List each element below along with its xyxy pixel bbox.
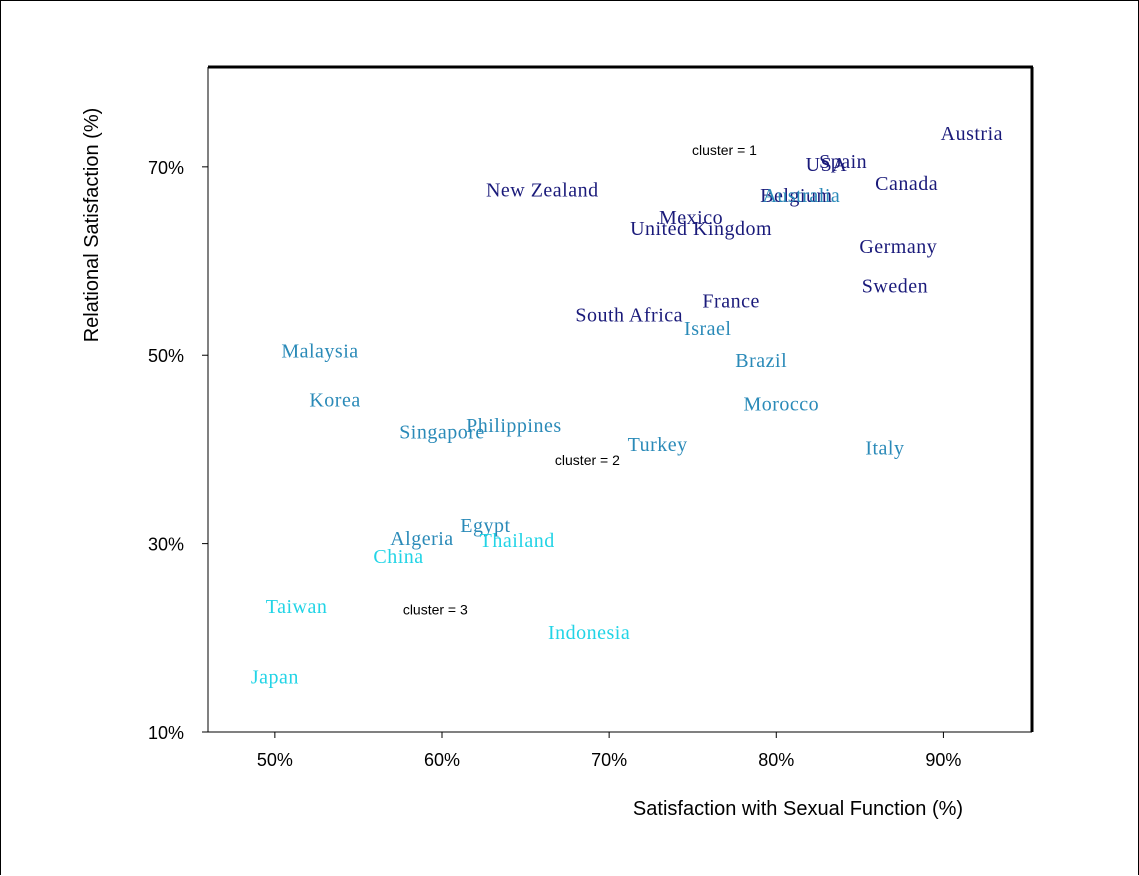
axes-layer [207, 65, 1034, 733]
cluster-label: cluster = 2 [555, 452, 620, 468]
point-label: France [702, 291, 759, 313]
point-label: Philippines [466, 415, 562, 437]
point-label: Austria [941, 123, 1003, 145]
point-label: Malaysia [281, 341, 358, 363]
point-label: Belgium [760, 185, 832, 207]
x-tick-label: 90% [925, 750, 961, 770]
cluster-labels-layer: cluster = 1 cluster = 2 cluster = 3 [403, 142, 757, 618]
point-label: United Kingdom [630, 218, 772, 240]
point-label: Spain [819, 151, 867, 173]
point-label: Turkey [628, 434, 688, 456]
y-tick-label: 50% [148, 346, 184, 366]
point-label: Israel [684, 318, 731, 340]
point-label: Sweden [862, 276, 928, 298]
point-label: Japan [251, 666, 299, 688]
point-label: New Zealand [486, 179, 599, 201]
point-label: Mexico [659, 207, 723, 229]
point-label: Morocco [743, 393, 819, 415]
point-label: USA [806, 154, 848, 176]
y-tick-label: 30% [148, 535, 184, 555]
x-tick-label: 80% [758, 750, 794, 770]
point-label: Algeria [390, 528, 453, 550]
x-axis-title: Satisfaction with Sexual Function (%) [633, 798, 963, 820]
y-tick-label: 70% [148, 158, 184, 178]
point-label: Germany [859, 236, 937, 258]
ticks-layer: 50% 60% 70% 80% 90% 10% 30% 50% 70% [148, 158, 961, 770]
point-label: Thailand [480, 530, 555, 552]
y-tick-label: 10% [148, 723, 184, 743]
point-label: Singapore [399, 422, 485, 444]
point-label: Italy [865, 438, 904, 460]
point-label: Indonesia [548, 622, 630, 644]
point-label: Egypt [460, 515, 510, 537]
point-label: Brazil [735, 350, 787, 372]
y-axis-title: Relational Satisfaction (%) [81, 108, 103, 343]
cluster-label: cluster = 1 [692, 142, 757, 158]
point-label: Australia [762, 185, 840, 207]
cluster-label: cluster = 3 [403, 602, 468, 618]
point-label: Canada [875, 173, 938, 195]
x-tick-label: 70% [591, 750, 627, 770]
x-tick-label: 60% [424, 750, 460, 770]
point-label: Korea [309, 390, 360, 412]
point-label: South Africa [575, 305, 683, 327]
x-tick-label: 50% [257, 750, 293, 770]
point-label: Taiwan [266, 596, 328, 618]
point-label: China [373, 546, 423, 568]
